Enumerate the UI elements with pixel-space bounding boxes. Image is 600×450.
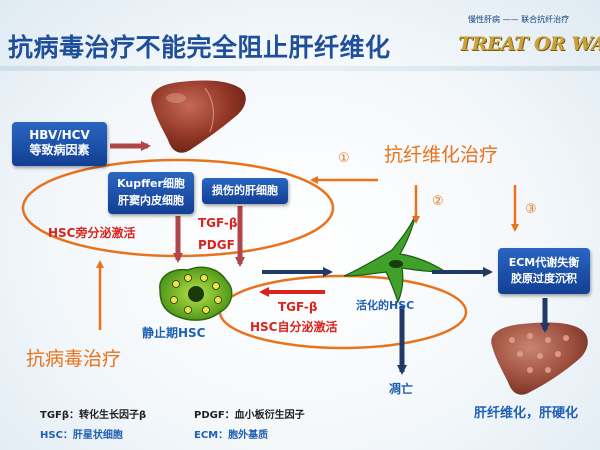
- label-tgf-b: TGF-β: [198, 216, 238, 230]
- label-antifibrosis-therapy: 抗纤维化治疗: [384, 144, 499, 166]
- kupffer-box: Kupffer细胞 肝窦内皮细胞: [108, 172, 194, 214]
- label-quiescent-hsc: 静止期HSC: [142, 326, 206, 340]
- label-pdgf: PDGF: [198, 238, 235, 252]
- legend-hsc: HSC：肝星状细胞: [40, 430, 123, 441]
- legend-pdgf: PDGF：血小板衍生因子: [194, 410, 305, 421]
- brand-tagline: 慢性肝病 —— 联合抗纤治疗: [468, 15, 570, 24]
- injured-hepatocyte-box: 损伤的肝细胞: [202, 178, 288, 204]
- hbv-box-line2: 等致病因素: [29, 143, 90, 157]
- liver-image-cirrhotic: [491, 322, 588, 395]
- hbv-box-line1: HBV/HCV: [29, 128, 90, 142]
- header-band: [0, 66, 600, 71]
- label-tgf-b-loop: TGF-β: [278, 300, 318, 314]
- hbv-hcv-box: HBV/HCV 等致病因素: [12, 122, 107, 166]
- ecm-box-line1: ECM代谢失衡: [508, 256, 580, 269]
- label-activated-hsc: 活化的HSC: [356, 299, 415, 312]
- ecm-box: ECM代谢失衡 胶原过度沉积: [498, 248, 590, 294]
- kupffer-box-line2: 肝窦内皮细胞: [118, 194, 184, 207]
- label-step-1: ①: [338, 151, 350, 166]
- label-apoptosis: 凋亡: [389, 382, 414, 396]
- brand-logo: TREAT OR WAIT: [458, 33, 600, 55]
- label-hsc-paracrine: HSC旁分泌激活: [48, 226, 136, 240]
- label-step-3: ③: [525, 202, 537, 217]
- kupffer-box-line1: Kupffer细胞: [117, 177, 185, 190]
- legend-tgf: TGFβ：转化生长因子β: [40, 410, 147, 421]
- quiescent-hsc-cell: [159, 266, 233, 321]
- label-antiviral-therapy: 抗病毒治疗: [26, 348, 122, 370]
- legend-ecm: ECM：胞外基质: [194, 430, 269, 441]
- label-hsc-autocrine: HSC自分泌激活: [250, 320, 338, 334]
- activated-hsc-cell: [343, 213, 449, 304]
- slide-title: 抗病毒治疗不能完全阻止肝纤维化: [8, 33, 391, 62]
- label-step-2: ②: [432, 194, 444, 209]
- label-outcome: 肝纤维化，肝硬化: [474, 406, 579, 421]
- ecm-box-line2: 胶原过度沉积: [511, 272, 577, 285]
- autocrine-ellipse: [218, 274, 468, 350]
- liver-image-top: [151, 80, 246, 153]
